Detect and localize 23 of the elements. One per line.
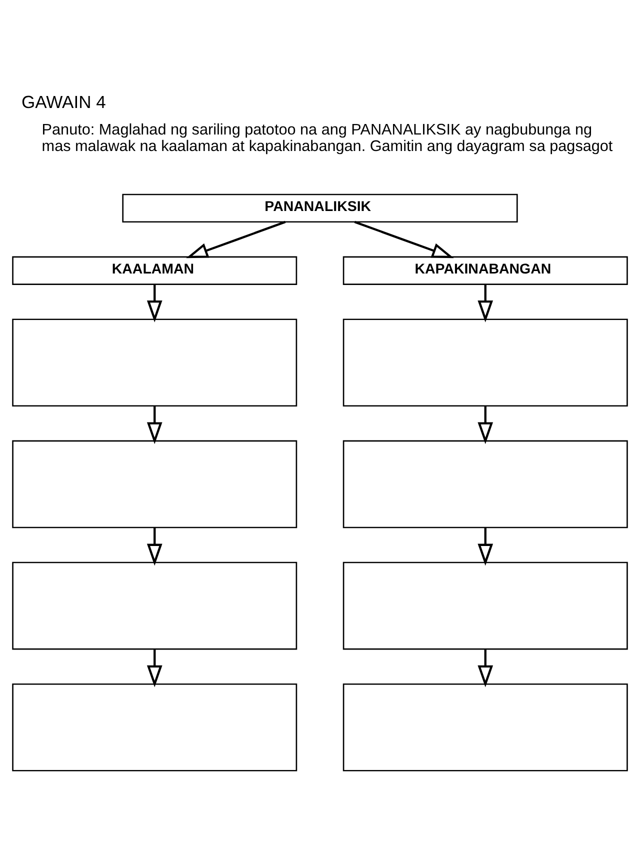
node-box xyxy=(12,682,298,771)
arrow xyxy=(478,527,494,566)
node-box: KAPAKINABANGAN xyxy=(342,256,628,284)
node-box xyxy=(342,318,628,406)
node-box xyxy=(342,561,628,650)
arrow xyxy=(354,220,454,258)
arrow xyxy=(146,284,162,322)
node-box xyxy=(342,440,628,528)
node-box: PANANALIKSIK xyxy=(122,193,518,222)
label: Panuto: Maglahad ng sariling patotoo na ang PANANALIKSIK ay nagbubunga ng mas malawak na kaalaman at kapakinabangan. Gamitin ang dayagram sa pagsagot xyxy=(42,121,613,154)
node-box xyxy=(12,440,298,528)
node-box xyxy=(12,561,298,650)
arrow xyxy=(478,648,494,687)
arrow xyxy=(146,648,162,687)
arrow xyxy=(146,406,162,444)
diagram-title: GAWAIN 4 xyxy=(22,91,106,112)
arrow xyxy=(478,406,494,444)
arrow xyxy=(478,284,494,322)
node-box: KAALAMAN xyxy=(12,256,298,284)
node-box xyxy=(342,682,628,771)
arrow xyxy=(186,220,286,258)
node-box xyxy=(12,318,298,406)
arrow xyxy=(146,527,162,566)
